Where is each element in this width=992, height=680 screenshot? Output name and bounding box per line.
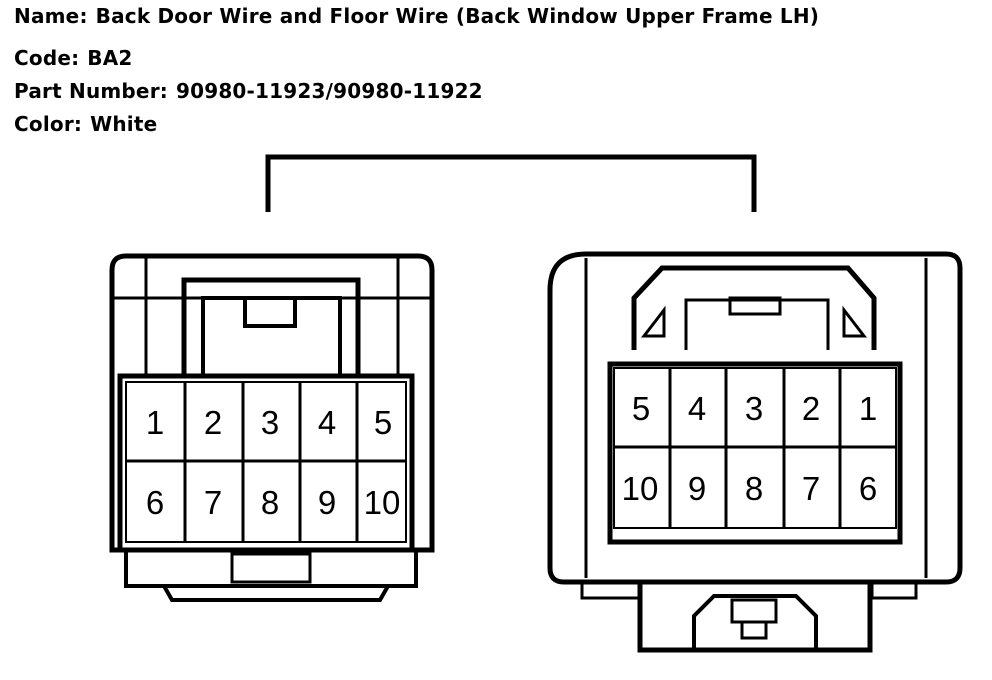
pin-label: 10 (622, 470, 659, 507)
connector-code: Code: BA2 (14, 46, 133, 70)
pin-label: 6 (146, 484, 164, 521)
right-pin-labels: 5 4 3 2 1 10 9 8 7 6 (622, 390, 878, 507)
pin-label: 2 (802, 390, 820, 427)
mating-bracket (265, 154, 757, 212)
left-connector (109, 253, 435, 602)
pin-label: 4 (318, 404, 336, 441)
pin-label: 5 (374, 404, 392, 441)
pin-label: 2 (204, 404, 222, 441)
pin-label: 1 (859, 390, 877, 427)
code-label: Code: (14, 46, 80, 70)
right-housing (547, 251, 963, 585)
connector-color: Color: White (14, 112, 157, 136)
pin-label: 9 (688, 470, 706, 507)
pin-label: 3 (261, 404, 279, 441)
part-label: Part Number: (14, 79, 168, 103)
pin-label: 7 (802, 470, 820, 507)
code-value: BA2 (87, 46, 133, 70)
pin-label: 8 (261, 484, 279, 521)
pin-label: 5 (632, 390, 650, 427)
connector-name: Name: Back Door Wire and Floor Wire (Back… (14, 4, 819, 28)
part-value: 90980-11923/90980-11922 (175, 79, 483, 103)
right-latch (631, 265, 877, 350)
name-value: Back Door Wire and Floor Wire (Back Wind… (95, 4, 820, 28)
pin-label: 9 (318, 484, 336, 521)
pin-label: 4 (688, 390, 706, 427)
color-value: White (90, 112, 158, 136)
left-pin-labels: 1 2 3 4 5 6 7 8 9 10 (146, 404, 401, 521)
left-housing (109, 253, 435, 553)
pin-label: 6 (859, 470, 877, 507)
left-terminal-area (117, 373, 415, 553)
left-latch (181, 277, 361, 376)
color-label: Color: (14, 112, 83, 136)
right-terminal-area (607, 361, 903, 545)
pin-label: 3 (745, 390, 763, 427)
name-label: Name: (14, 4, 88, 28)
right-lock-tab (637, 582, 873, 653)
right-connector (547, 251, 963, 653)
pin-label: 8 (745, 470, 763, 507)
part-number: Part Number: 90980-11923/90980-11922 (14, 79, 483, 103)
pin-label: 10 (364, 484, 401, 521)
pin-label: 7 (204, 484, 222, 521)
pin-label: 1 (146, 404, 164, 441)
